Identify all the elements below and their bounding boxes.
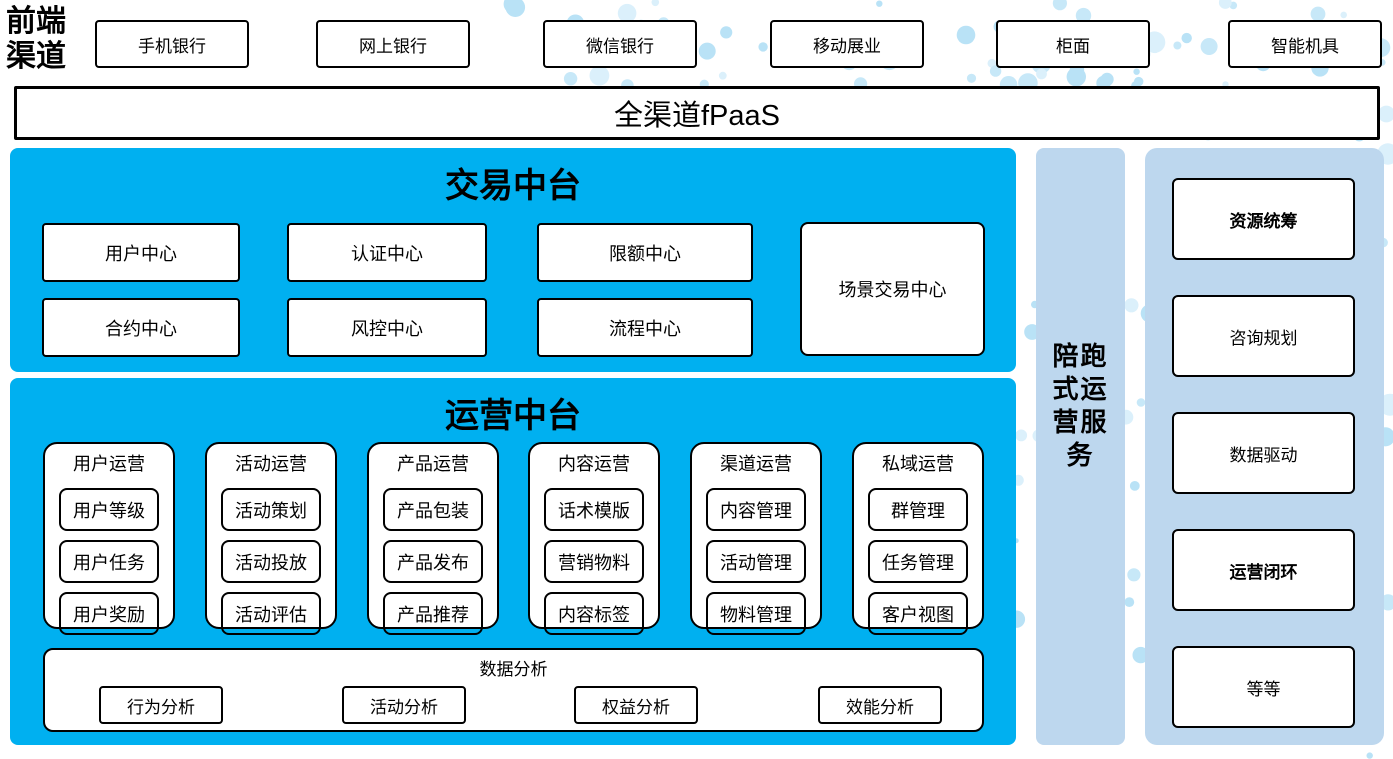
channel-box-mobile-banking: 手机银行: [95, 20, 249, 68]
ops-column-content: 内容运营 话术模版 营销物料 内容标签: [528, 442, 660, 635]
ops-item: 客户视图: [868, 592, 968, 635]
ops-item: 活动评估: [221, 592, 321, 635]
ops-item: 活动投放: [221, 540, 321, 583]
analysis-box-rights: 权益分析: [574, 686, 698, 724]
ops-item: 用户任务: [59, 540, 159, 583]
ops-item: 物料管理: [706, 592, 806, 635]
fpaas-bar: 全渠道fPaaS: [14, 86, 1380, 140]
center-box-contract: 合约中心: [42, 298, 240, 357]
ops-item: 产品发布: [383, 540, 483, 583]
ops-item: 用户奖励: [59, 592, 159, 635]
ops-item: 任务管理: [868, 540, 968, 583]
service-box-consulting-planning: 咨询规划: [1172, 295, 1355, 377]
data-analysis-title: 数据分析: [479, 660, 548, 679]
center-box-scene-transaction: 场景交易中心: [800, 222, 985, 356]
center-box-auth: 认证中心: [287, 223, 487, 282]
service-box-resource-coordination: 资源统筹: [1172, 178, 1355, 260]
ops-column-activity: 活动运营 活动策划 活动投放 活动评估: [205, 442, 337, 635]
ops-column-product: 产品运营 产品包装 产品发布 产品推荐: [367, 442, 499, 635]
center-box-risk: 风控中心: [287, 298, 487, 357]
analysis-box-efficiency: 效能分析: [818, 686, 942, 724]
channel-box-wechat-banking: 微信银行: [543, 20, 697, 68]
ops-column-private-domain: 私域运营 群管理 任务管理 客户视图: [852, 442, 984, 635]
front-channels-label: 前端渠道: [6, 5, 66, 73]
ops-column-header: 渠道运营: [720, 454, 792, 474]
analysis-box-behavior: 行为分析: [99, 686, 223, 724]
service-box-data-driven: 数据驱动: [1172, 412, 1355, 494]
advisory-panel: 资源统筹 咨询规划 数据驱动 运营闭环 等等: [1145, 148, 1384, 745]
ops-column-user: 用户运营 用户等级 用户任务 用户奖励: [43, 442, 175, 635]
ops-column-header: 活动运营: [235, 454, 307, 474]
ops-item: 活动策划: [221, 488, 321, 531]
ops-item: 群管理: [868, 488, 968, 531]
ops-column-header: 内容运营: [558, 454, 630, 474]
ops-column-channel: 渠道运营 内容管理 活动管理 物料管理: [690, 442, 822, 635]
transaction-platform-title: 交易中台: [445, 168, 581, 205]
ops-column-header: 产品运营: [397, 454, 469, 474]
ops-item: 内容标签: [544, 592, 644, 635]
ops-item: 活动管理: [706, 540, 806, 583]
operation-platform-title: 运营中台: [445, 398, 581, 435]
operation-platform-section: 运营中台 用户运营 用户等级 用户任务 用户奖励 活动运营 活动策划 活动投放 …: [10, 378, 1016, 745]
channel-box-mobile-outreach: 移动展业: [770, 20, 924, 68]
channel-box-counter: 柜面: [996, 20, 1150, 68]
channel-box-online-banking: 网上银行: [316, 20, 470, 68]
center-box-process: 流程中心: [537, 298, 753, 357]
center-box-user: 用户中心: [42, 223, 240, 282]
ops-item: 产品推荐: [383, 592, 483, 635]
ops-item: 话术模版: [544, 488, 644, 531]
center-box-limit: 限额中心: [537, 223, 753, 282]
service-box-etc: 等等: [1172, 646, 1355, 728]
ops-column-header: 私域运营: [882, 454, 954, 474]
ops-column-header: 用户运营: [73, 454, 145, 474]
analysis-box-activity: 活动分析: [342, 686, 466, 724]
data-analysis-container: 数据分析 行为分析 活动分析 权益分析 效能分析: [43, 648, 984, 732]
ops-item: 产品包装: [383, 488, 483, 531]
transaction-platform-section: 交易中台 用户中心 认证中心 限额中心 合约中心 风控中心 流程中心 场景交易中…: [10, 148, 1016, 372]
accompanying-operation-service-bar: 陪跑式运营服务: [1036, 148, 1125, 745]
ops-item: 用户等级: [59, 488, 159, 531]
ops-item: 内容管理: [706, 488, 806, 531]
channel-box-smart-machines: 智能机具: [1228, 20, 1382, 68]
service-box-operation-closed-loop: 运营闭环: [1172, 529, 1355, 611]
accompanying-operation-service-label: 陪跑式运营服务: [1052, 341, 1109, 470]
ops-item: 营销物料: [544, 540, 644, 583]
